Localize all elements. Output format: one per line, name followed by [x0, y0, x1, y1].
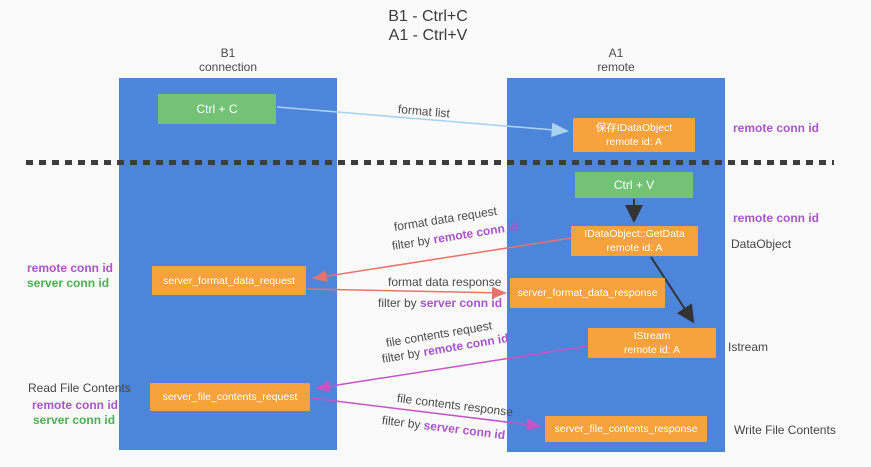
node-server-format-data-response: server_format_data_response [510, 278, 665, 308]
edge-label-file-contents-response: file contents response [396, 391, 514, 420]
lane-header-a1: A1 remote [507, 46, 725, 74]
node-save-idataobject: 保存IDataObject remote id: A [573, 118, 695, 152]
left-label-remote-conn-id-bottom: remote conn id [32, 398, 119, 412]
node-ctrl-v: Ctrl + V [575, 172, 693, 198]
filter-by-text: filter by [378, 296, 421, 310]
node-istream-line2: remote id: A [623, 344, 681, 356]
node-server-format-data-request-label: server_format_data_request [163, 274, 295, 287]
diagram-title: B1 - Ctrl+C A1 - Ctrl+V [0, 7, 856, 45]
right-label-dataobject: DataObject [731, 237, 792, 251]
session-divider-dashed-line [26, 160, 834, 165]
right-label-istream: Istream [728, 340, 769, 354]
node-server-format-data-response-label: server_format_data_response [517, 287, 658, 299]
right-label-remote-conn-id-mid: remote conn id [733, 211, 820, 225]
lane-a1-role: remote [597, 60, 635, 74]
lane-b1-role: connection [198, 60, 258, 74]
edge-label-format-data-response: format data response [388, 275, 502, 289]
node-server-file-contents-request: server_file_contents_request [150, 383, 310, 411]
server-conn-id-text: server conn id [422, 418, 506, 443]
node-save-idataobject-line1: 保存IDataObject [595, 122, 673, 134]
lane-header-b1: B1 connection [119, 46, 337, 74]
node-save-idataobject-line2: remote id: A [605, 136, 663, 148]
node-ctrl-c: Ctrl + C [158, 94, 276, 124]
lane-b1-name: B1 [220, 46, 236, 60]
edge-label-format-list: format list [397, 102, 451, 121]
left-label-remote-conn-id-top: remote conn id [27, 261, 114, 275]
title-line-1: B1 - Ctrl+C [388, 8, 468, 25]
node-server-file-contents-request-label: server_file_contents_request [162, 391, 298, 403]
server-conn-id-text: server conn id [420, 296, 503, 310]
node-server-format-data-request: server_format_data_request [152, 266, 306, 295]
node-istream-line1: IStream [633, 330, 671, 342]
node-getdata-line2: remote id: A [606, 242, 663, 254]
edge-label-filter-server-2: filter by server conn id [381, 413, 506, 442]
title-line-2: A1 - Ctrl+V [388, 27, 468, 44]
lane-a1-name: A1 [608, 46, 624, 60]
filter-by-text: filter by [381, 413, 425, 433]
node-ctrl-c-label: Ctrl + C [196, 102, 238, 116]
filter-by-text: filter by [390, 232, 435, 253]
right-label-write-file-contents: Write File Contents [734, 423, 836, 437]
node-idataobject-getdata: IDataObject::GetData remote id: A [571, 226, 698, 256]
left-label-read-file-contents: Read File Contents [28, 381, 131, 395]
edge-label-filter-server-1: filter by server conn id [378, 296, 502, 310]
node-server-file-contents-response-label: server_file_contents_response [554, 423, 698, 435]
left-label-server-conn-id-bottom: server conn id [33, 413, 116, 427]
node-ctrl-v-label: Ctrl + V [613, 178, 655, 192]
right-label-remote-conn-id-top: remote conn id [733, 121, 820, 135]
node-getdata-line1: IDataObject::GetData [584, 228, 685, 240]
left-label-server-conn-id-top: server conn id [27, 276, 110, 290]
node-server-file-contents-response: server_file_contents_response [545, 416, 707, 442]
node-istream: IStream remote id: A [588, 328, 716, 358]
